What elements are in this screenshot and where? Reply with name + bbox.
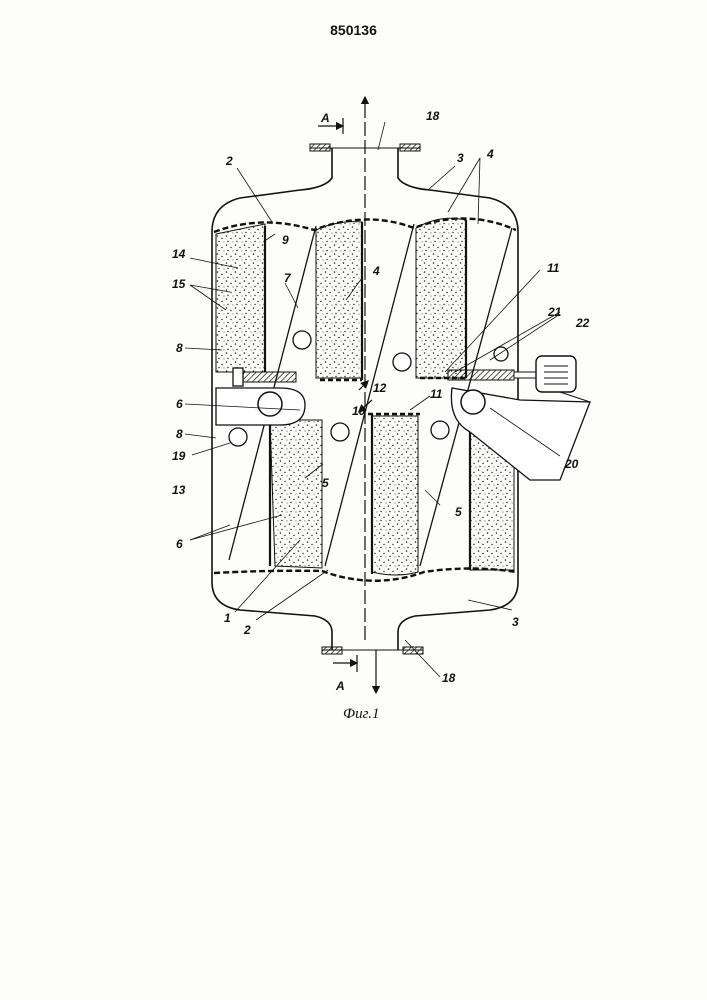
label-4-top: 4 — [486, 147, 494, 161]
label-12: 12 — [373, 381, 387, 395]
label-9: 9 — [282, 233, 289, 247]
bottom-flange — [322, 647, 423, 654]
label-4-mid: 4 — [372, 264, 380, 278]
label-1: 1 — [224, 611, 231, 625]
label-5-left: 5 — [322, 476, 329, 490]
label-8-lower: 8 — [176, 427, 183, 441]
label-14: 14 — [172, 247, 186, 261]
label-8-upper: 8 — [176, 341, 183, 355]
label-20: 20 — [564, 457, 579, 471]
label-11-lower: 11 — [430, 387, 443, 401]
section-marker-bottom — [333, 655, 357, 672]
label-22: 22 — [575, 316, 590, 330]
label-6-upper: 6 — [176, 397, 183, 411]
label-3-bottom: 3 — [512, 615, 519, 629]
label-19: 19 — [172, 449, 186, 463]
label-7: 7 — [284, 271, 292, 285]
label-10: 10 — [352, 404, 366, 418]
label-5-right: 5 — [455, 505, 462, 519]
label-6-lower: 6 — [176, 537, 183, 551]
label-13: 13 — [172, 483, 186, 497]
label-2-top: 2 — [225, 154, 233, 168]
middle-plates — [320, 378, 466, 414]
label-11-upper: 11 — [547, 261, 560, 275]
section-label-top: А — [320, 111, 330, 125]
label-3-top: 3 — [457, 151, 464, 165]
label-18-bottom: 18 — [442, 671, 456, 685]
section-label-bottom: А — [335, 679, 345, 693]
label-21: 21 — [547, 305, 562, 319]
flow-axis — [365, 100, 376, 690]
label-15: 15 — [172, 277, 186, 291]
label-18-top: 18 — [426, 109, 440, 123]
figure-caption: Фиг.1 — [343, 706, 379, 722]
label-2-bottom: 2 — [243, 623, 251, 637]
left-drive — [216, 368, 305, 425]
